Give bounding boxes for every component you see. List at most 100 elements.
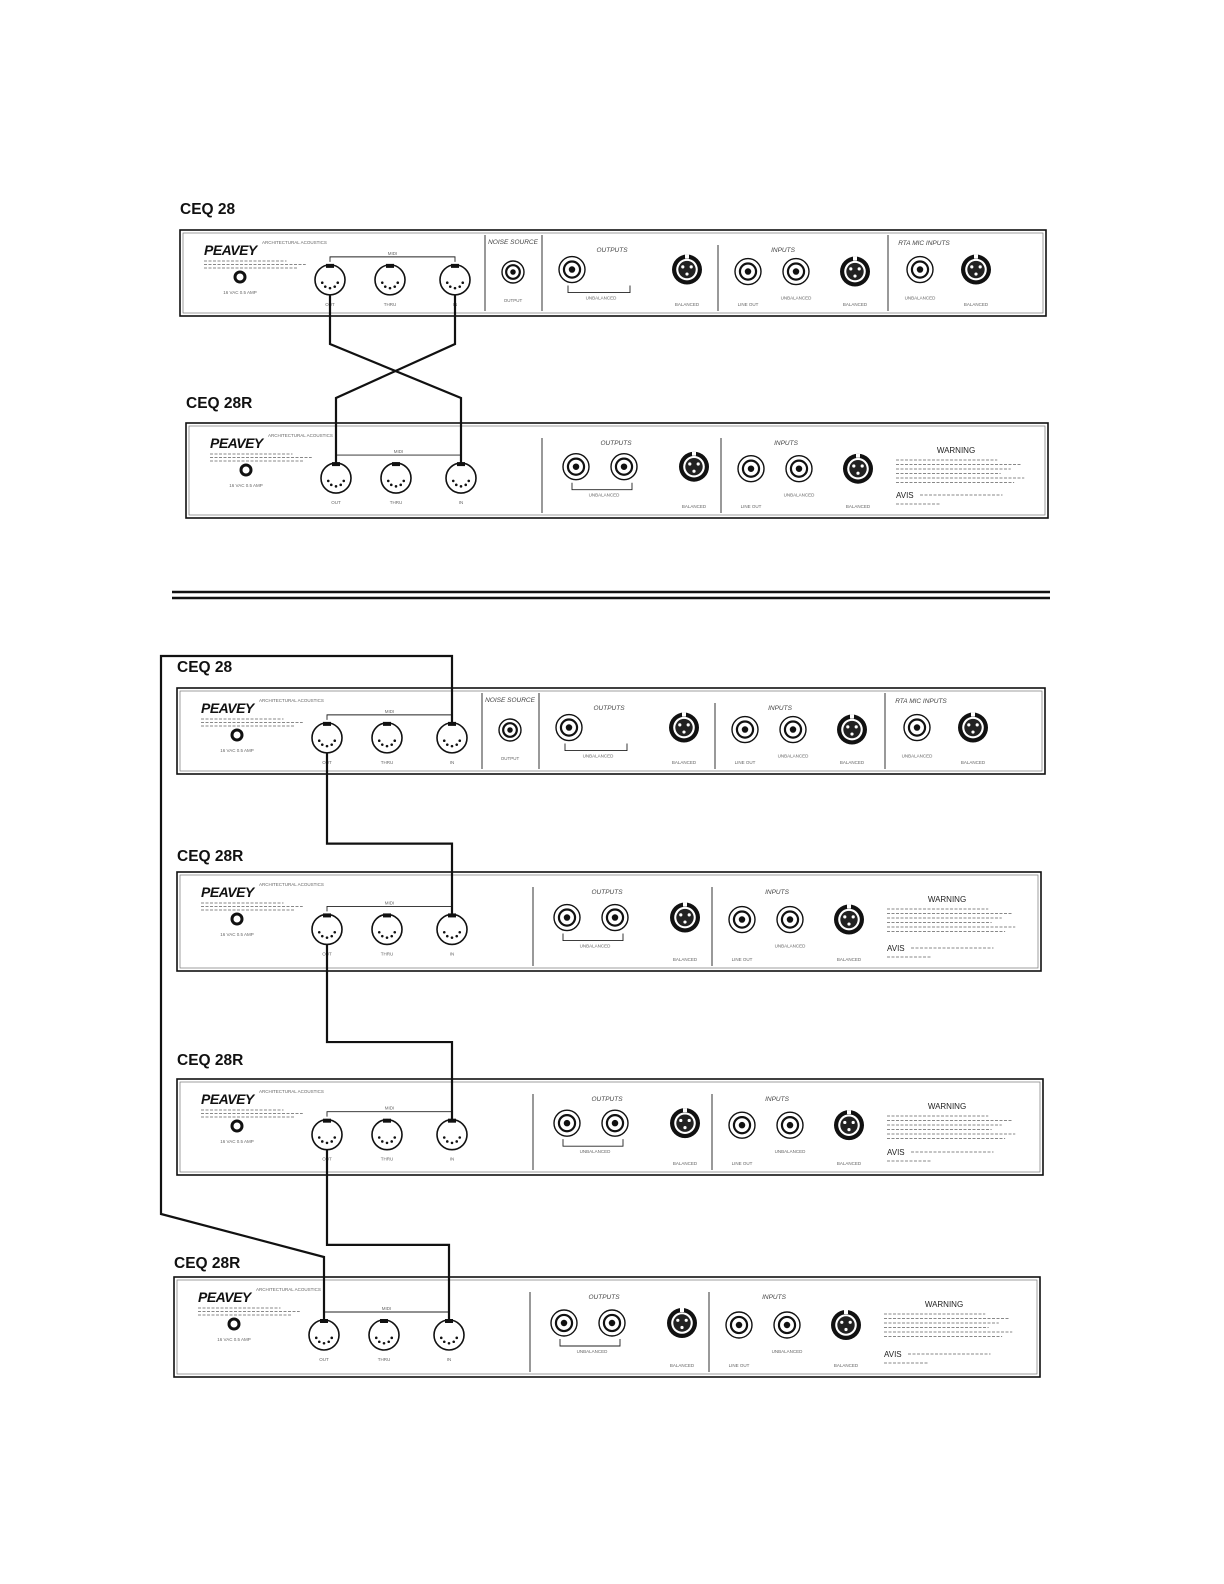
din-pin xyxy=(380,934,384,938)
din-pin xyxy=(330,743,334,746)
din-pin xyxy=(377,930,381,934)
xlr-pin xyxy=(680,1325,684,1330)
din-pin xyxy=(390,1336,394,1340)
din-notch xyxy=(323,721,331,726)
noise-output-label: OUTPUT xyxy=(501,756,520,761)
din-pin xyxy=(445,934,449,938)
xlr-pin xyxy=(971,730,975,734)
balanced-input-label: BALANCED xyxy=(846,504,871,509)
rack-panel-inner xyxy=(176,1279,1038,1375)
outputs-label: OUTPUTS xyxy=(588,1294,620,1301)
rca-jack-icon xyxy=(734,257,762,286)
din-pin xyxy=(387,1340,391,1344)
xlr-jack-icon xyxy=(840,256,870,287)
din-body xyxy=(445,462,477,494)
xlr-pin xyxy=(844,1327,848,1332)
din-pin xyxy=(451,479,455,483)
xlr-pin xyxy=(851,915,855,919)
xlr-pin xyxy=(687,1118,691,1123)
din-body xyxy=(311,722,343,754)
rca-pin xyxy=(611,914,619,921)
power-label: 16 VAC 0.5 AMP xyxy=(217,1337,250,1342)
din-pin xyxy=(325,744,329,748)
rca-jack-icon xyxy=(903,713,931,742)
separator-layer xyxy=(172,590,1050,600)
din-pin xyxy=(455,1140,459,1143)
avis-label: AVIS xyxy=(887,1148,905,1157)
din-pin xyxy=(455,743,459,746)
rca-pin xyxy=(913,724,921,731)
midi-bracket xyxy=(326,714,453,720)
unbalanced-bracket xyxy=(567,285,631,294)
din-notch xyxy=(445,1319,453,1323)
xlr-inner xyxy=(676,908,694,927)
midi-group-label: MIDI xyxy=(385,709,395,714)
midi-thru-jack-icon xyxy=(371,913,403,946)
din-pin xyxy=(450,936,454,939)
din-body xyxy=(371,722,403,754)
din-pin xyxy=(330,934,334,938)
din-pin xyxy=(317,1136,321,1139)
midi-in-jack-icon xyxy=(436,913,468,946)
avis-label: AVIS xyxy=(896,491,914,500)
din-pin xyxy=(455,934,459,938)
xlr-pin xyxy=(679,1118,683,1123)
xlr-jack-icon xyxy=(670,902,700,933)
xlr-inner xyxy=(964,718,982,737)
xlr-pin xyxy=(684,1318,688,1322)
xlr-pin xyxy=(848,1320,852,1324)
rca-jack-icon xyxy=(776,1111,804,1139)
unbalanced-bracket xyxy=(559,1339,621,1347)
unbalanced-output-label: UNBALANCED xyxy=(580,1149,612,1154)
xlr-latch xyxy=(844,1310,848,1314)
din-pin xyxy=(458,930,462,934)
din-pin xyxy=(377,1136,381,1139)
rack-panel-inner xyxy=(182,232,1044,314)
rack-panel xyxy=(179,229,1047,317)
xlr-inner xyxy=(676,1114,694,1132)
unbalanced-output-label: UNBALANCED xyxy=(583,754,615,759)
din-pin xyxy=(380,281,384,285)
din-body xyxy=(371,1118,403,1151)
midi-in-label: IN xyxy=(447,1357,452,1362)
xlr-pin xyxy=(843,1120,847,1125)
din-notch xyxy=(383,913,391,918)
din-pin xyxy=(450,744,454,748)
midi-thru-label: THRU xyxy=(384,302,397,307)
din-notch xyxy=(332,462,340,467)
xlr-pin xyxy=(686,723,690,727)
noise-source-label: NOISE SOURCE xyxy=(485,697,536,704)
warning-title: WARNING xyxy=(937,446,975,455)
din-pin xyxy=(442,1340,446,1344)
midi-in-jack-icon xyxy=(439,263,471,296)
din-pin xyxy=(442,739,446,743)
noise-output-label: OUTPUT xyxy=(504,298,523,303)
rca-jack-icon xyxy=(773,1311,801,1339)
din-pin xyxy=(393,930,397,934)
balanced-output-label: BALANCED xyxy=(673,1161,698,1166)
midi-thru-jack-icon xyxy=(371,1118,403,1151)
midi-in-jack-icon xyxy=(436,1118,468,1151)
midi-thru-jack-icon xyxy=(368,1319,400,1351)
xlr-inner xyxy=(840,1116,858,1134)
din-pin xyxy=(458,739,462,743)
cable-chain-2 xyxy=(325,1149,451,1320)
midi-in-jack-icon xyxy=(433,1319,465,1351)
xlr-latch xyxy=(847,904,851,909)
rca-jack-icon xyxy=(598,1309,626,1337)
rta-mic-inputs-label: RTA MIC INPUTS xyxy=(898,240,950,247)
cable-in-from-out xyxy=(334,294,457,464)
din-pin xyxy=(334,485,338,488)
xlr-pin xyxy=(854,725,858,729)
rca-pin xyxy=(611,1119,619,1127)
xlr-jack-icon xyxy=(672,254,702,285)
din-body xyxy=(311,1118,343,1151)
din-pin xyxy=(333,930,337,934)
xlr-pin xyxy=(856,471,860,475)
din-pin xyxy=(333,1136,337,1139)
din-pin xyxy=(455,1336,459,1340)
midi-out-jack-icon xyxy=(314,263,346,296)
xlr-pin xyxy=(850,732,854,736)
midi-in-label: IN xyxy=(450,760,455,765)
